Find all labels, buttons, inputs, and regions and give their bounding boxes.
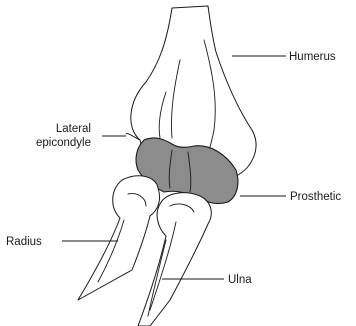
ulna-label: Ulna: [228, 274, 252, 286]
prosthetic-label: Prosthetic: [290, 191, 341, 203]
humerus-label: Humerus: [289, 51, 336, 63]
lateral-epicondyle-label-line2: epicondyle: [36, 137, 91, 149]
radius-label: Radius: [6, 236, 42, 248]
lateral-epicondyle-label-line1: Lateral: [56, 123, 91, 135]
radius-bone: [78, 176, 160, 300]
